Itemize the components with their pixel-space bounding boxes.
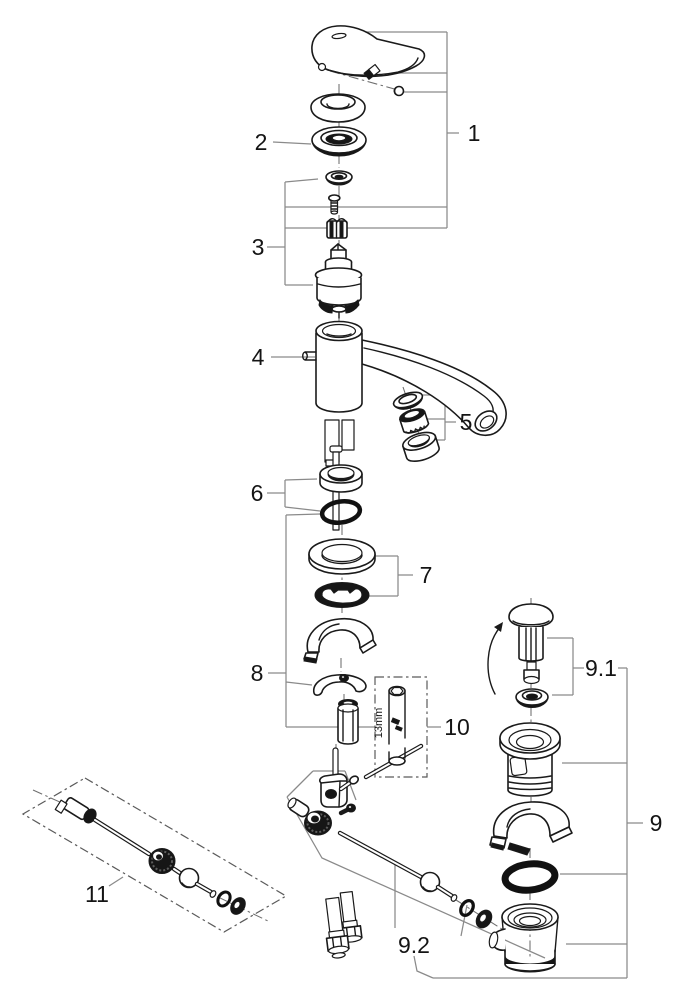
waste-body bbox=[488, 903, 559, 973]
callout-bracket-9 bbox=[433, 668, 643, 979]
part-label-9: 9 bbox=[650, 810, 663, 836]
rod-o-ring bbox=[459, 899, 475, 917]
mounting-wedge bbox=[303, 617, 377, 664]
cartridge-screw bbox=[327, 194, 341, 215]
callout-bracket-9-1 bbox=[547, 637, 627, 696]
cartridge bbox=[314, 243, 363, 319]
crescent-washer bbox=[313, 674, 367, 696]
tool-size-text: 13mm bbox=[373, 708, 385, 739]
aerator-washer bbox=[392, 391, 424, 410]
waste-flange bbox=[499, 722, 561, 797]
callout-bracket-8 bbox=[268, 513, 375, 728]
faucet-body bbox=[302, 320, 507, 437]
part-label-2: 2 bbox=[255, 129, 268, 155]
body-o-ring bbox=[319, 499, 363, 525]
base-washer bbox=[308, 538, 376, 575]
tool-box-10 bbox=[363, 676, 428, 780]
handle-plug-cap bbox=[393, 85, 405, 97]
part-label-10: 10 bbox=[444, 714, 470, 740]
part-label-7: 7 bbox=[420, 562, 433, 588]
dome-cap-ring bbox=[310, 93, 366, 123]
part-label-1: 1 bbox=[468, 120, 481, 146]
popup-plug bbox=[508, 603, 554, 685]
part-label-8: 8 bbox=[251, 660, 264, 686]
aerator-insert bbox=[398, 408, 430, 434]
part-label-9-1: 9.1 bbox=[585, 655, 617, 681]
callout-leader-11 bbox=[108, 876, 124, 887]
handle-adapter bbox=[326, 218, 348, 239]
waste-wedge-gasket bbox=[489, 801, 573, 856]
mounting-nut bbox=[337, 699, 359, 745]
aerator-shell bbox=[402, 431, 440, 462]
pivot-knurled-nut bbox=[304, 810, 332, 836]
callout-leader-2 bbox=[272, 141, 312, 145]
clamp-screw-upper bbox=[338, 775, 359, 792]
plug-seal-ring bbox=[515, 688, 549, 708]
escutcheon-sleeve bbox=[319, 464, 363, 493]
rod-washer bbox=[475, 909, 493, 929]
part-label-3: 3 bbox=[252, 234, 265, 260]
rod-clamp-cube bbox=[319, 773, 348, 808]
callout-bracket-6 bbox=[267, 478, 321, 512]
part-label-11: 11 bbox=[85, 881, 109, 907]
part-label-5: 5 bbox=[460, 409, 473, 435]
subassembly-boundary-9-2 bbox=[286, 770, 546, 959]
pivot-rod bbox=[337, 830, 458, 902]
centerlines bbox=[32, 70, 532, 958]
rod-pivot-cylinder bbox=[287, 797, 310, 818]
cartridge-cap-nut bbox=[311, 126, 367, 157]
handle-set-screw bbox=[363, 63, 381, 81]
rotation-arrow bbox=[487, 622, 503, 695]
supply-hoses-upper bbox=[324, 419, 355, 467]
slotted-retainer-ring bbox=[314, 582, 370, 608]
waste-o-ring bbox=[501, 860, 559, 894]
part-label-4: 4 bbox=[252, 344, 265, 370]
lift-rod-kit bbox=[54, 797, 246, 915]
supply-hose-end-left bbox=[325, 896, 350, 959]
part-label-6: 6 bbox=[251, 480, 264, 506]
callout-bracket-7 bbox=[369, 555, 413, 597]
stop-ring bbox=[325, 170, 353, 186]
clamp-screw-lower bbox=[338, 803, 356, 816]
lift-rod-kit-boundary bbox=[21, 777, 288, 933]
lever-handle bbox=[311, 25, 426, 78]
callout-bracket-1 bbox=[362, 31, 459, 228]
callout-bracket-3 bbox=[267, 178, 447, 286]
callout-leaders-9-2 bbox=[394, 865, 468, 979]
part-label-9-2: 9.2 bbox=[398, 932, 430, 958]
